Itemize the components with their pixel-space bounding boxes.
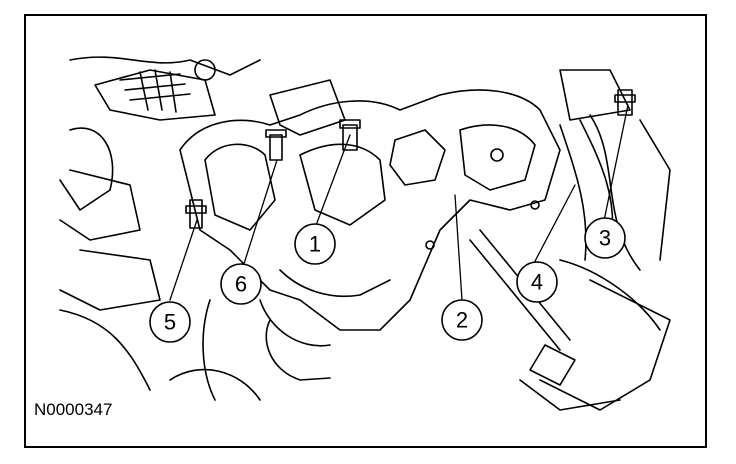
callout-2-label: 2 [456, 308, 468, 333]
callout-3-label: 3 [599, 226, 611, 251]
exhaust-manifold [179, 89, 561, 401]
callout-6-label: 6 [235, 272, 247, 297]
callout-4-label: 4 [531, 270, 543, 295]
callout-2: 2 [441, 299, 483, 341]
callout-5-label: 5 [164, 310, 176, 335]
callout-5: 5 [149, 301, 191, 343]
figure-id-label: N0000347 [34, 400, 113, 419]
engine-background-lines [59, 56, 671, 411]
callout-1-label: 1 [309, 232, 321, 257]
callout-6: 6 [220, 263, 262, 305]
callout-4: 4 [516, 261, 558, 303]
manifold-studs [185, 89, 636, 229]
callout-3: 3 [584, 217, 626, 259]
callout-1: 1 [294, 223, 336, 265]
